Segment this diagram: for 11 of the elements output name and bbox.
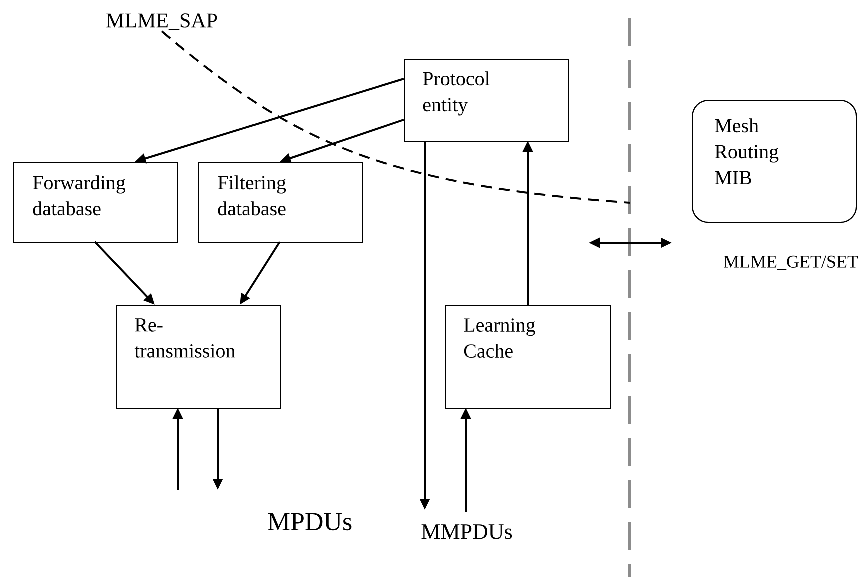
process-box: Protocol entity — [404, 59, 570, 142]
text-label: MLME_GET/SET — [724, 256, 858, 270]
interface-label: MLME_SAP — [106, 14, 218, 30]
process-box: Filtering database — [198, 162, 364, 244]
dashed-curve — [161, 30, 630, 204]
process-box: Learning Cache — [445, 304, 612, 410]
text-label: MMPDUs — [422, 524, 512, 540]
process-box: Re-transmission — [116, 304, 282, 410]
process-box: Forwarding database — [13, 162, 178, 244]
rounded-box: Mesh Routing MIB — [692, 100, 858, 224]
text-label: MPDUs — [268, 513, 352, 531]
